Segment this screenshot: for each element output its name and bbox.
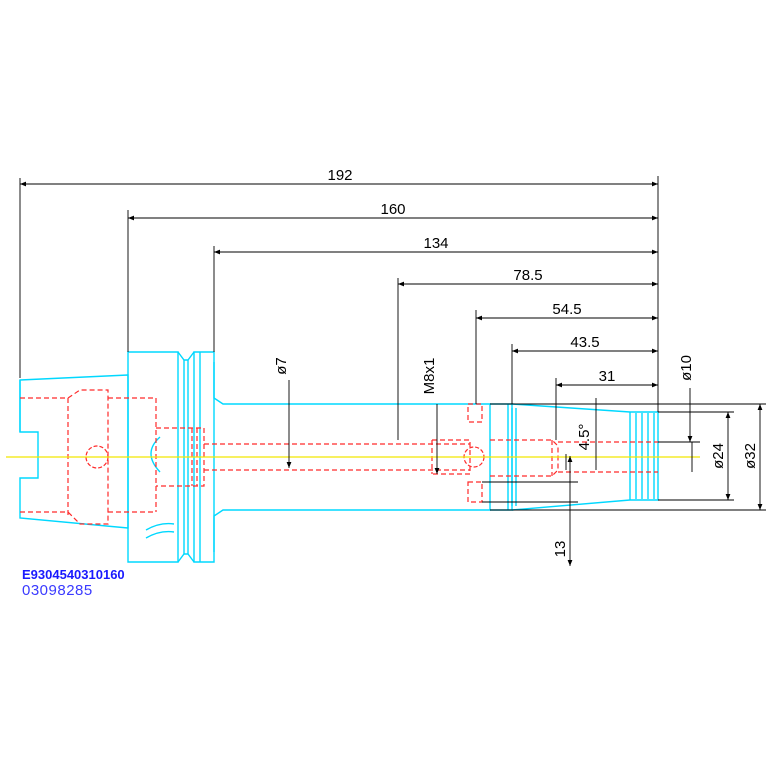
- dim-78-5: 78.5: [513, 267, 542, 284]
- dim-d7: ø7: [273, 357, 290, 375]
- dim-160: 160: [380, 201, 405, 218]
- dim-43-5: 43.5: [570, 334, 599, 351]
- dim-13: 13: [552, 541, 569, 558]
- dim-192: 192: [327, 167, 352, 184]
- dim-m8x1: M8x1: [421, 358, 438, 395]
- dim-d32: ø32: [742, 443, 759, 469]
- dim-134: 134: [423, 235, 448, 252]
- hidden-lines: [20, 389, 658, 525]
- dim-31: 31: [599, 368, 616, 385]
- dim-angle: 4.5°: [576, 424, 593, 451]
- dimension-labels: 192 160 134 78.5 54.5 43.5 31 ø7 M8x1 ø1…: [273, 167, 759, 557]
- part-number: E9304540310160: [22, 567, 125, 582]
- collar: [193, 351, 215, 563]
- dim-54-5: 54.5: [552, 301, 581, 318]
- dimension-lines: [19, 176, 766, 566]
- dim-d24: ø24: [710, 443, 727, 469]
- order-number: 03098285: [22, 582, 93, 599]
- dim-d10: ø10: [678, 355, 695, 381]
